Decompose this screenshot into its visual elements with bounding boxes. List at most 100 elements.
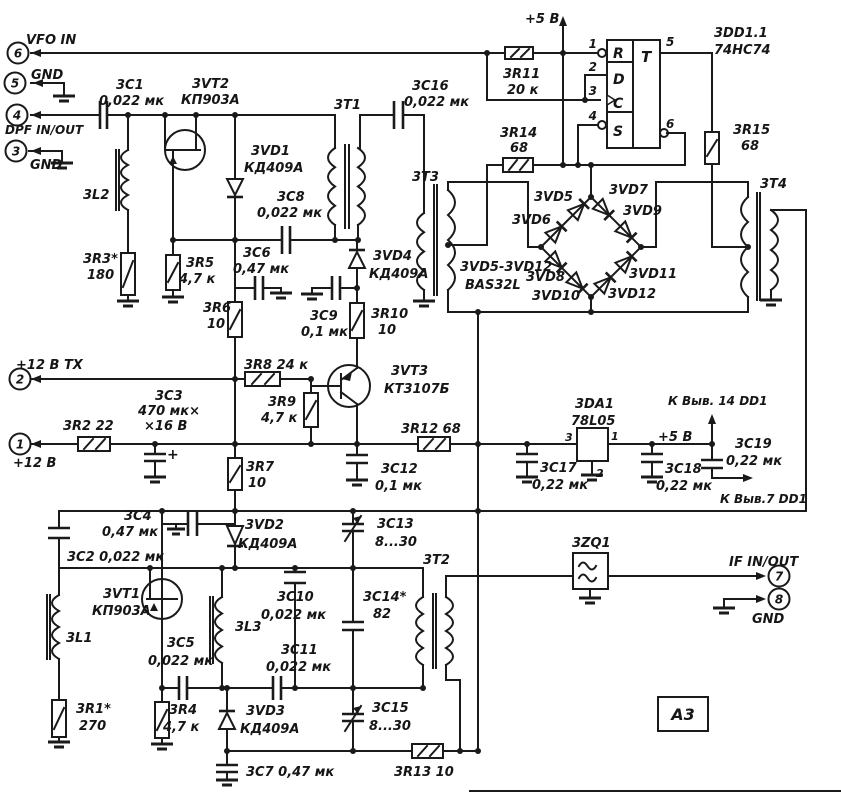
terminal-3-number: 3: [12, 145, 20, 159]
vd8-ref: 3VD8: [526, 270, 565, 285]
c11-val: 0,022 мк: [266, 660, 332, 675]
c17-ref: 3C17: [540, 461, 578, 476]
terminal-8: 8: [767, 587, 791, 611]
junction-dot: [420, 685, 426, 691]
capacitor-3C6: [253, 276, 265, 300]
c8-ref: 3C8: [277, 190, 305, 205]
junction-dot: [232, 441, 238, 447]
diode-3VD10: [564, 270, 589, 295]
ff-pin1: 1: [589, 37, 597, 51]
r11-ref: 3R11: [503, 67, 540, 82]
junction-dot: [219, 685, 225, 691]
c18-ref: 3C18: [665, 462, 702, 477]
trimmer-3C13: [342, 514, 364, 543]
r13-ref: 3R13 10: [394, 765, 454, 780]
c16-val: 0,022 мк: [404, 95, 470, 110]
plus12tx-label: +12 В TX: [16, 358, 84, 373]
vd5-12-ref: 3VD5-3VD12: [460, 260, 552, 275]
diode-3VD5: [566, 197, 591, 222]
c15-ref: 3C15: [372, 701, 409, 716]
capacitor-3C19: [701, 458, 723, 470]
plus5v-da1-label: +5 В: [658, 430, 692, 445]
c6-ref: 3C6: [243, 246, 271, 261]
junction-dot: [193, 112, 199, 118]
capacitor-3C1: [98, 101, 109, 129]
resistor-3R5: [165, 254, 181, 291]
resistor-3R8: [244, 371, 281, 387]
dd1-ref: 3DD1.1: [714, 26, 768, 41]
terminal-2-number: 2: [16, 373, 24, 387]
junction-dot: [350, 565, 356, 571]
resistor-3R10: [349, 302, 365, 339]
resistor-3R13: [411, 743, 444, 759]
gnd-5-label: GND: [31, 68, 64, 83]
ff-d: D: [613, 72, 625, 88]
junction-dot: [484, 50, 490, 56]
diode-3VD2: [225, 525, 245, 548]
junction-dot: [152, 441, 158, 447]
c6-val: 0,47 мк: [233, 262, 290, 277]
r14-val: 68: [510, 141, 528, 156]
dpf-in-out-label: DPF IN/OUT: [5, 123, 84, 137]
l3-ref: 3L3: [235, 620, 261, 635]
board-tag-box: [657, 696, 709, 732]
junction-dot: [232, 237, 238, 243]
ff-r: R: [613, 46, 624, 62]
junction-dot: [232, 112, 238, 118]
transformer-3T1: [327, 144, 366, 229]
to-pin14-dd1-label: К Выв. 14 DD1: [668, 394, 767, 408]
c1-ref: 3C1: [116, 78, 144, 93]
c14-val: 82: [373, 607, 391, 622]
c13-val: 8...30: [375, 535, 417, 550]
plus5v-top-label: +5 В: [525, 12, 559, 27]
capacitor-3C5: [177, 676, 189, 700]
arrow-if-out: [756, 572, 766, 580]
arrow-12v: [31, 440, 41, 448]
r8-ref: 3R8 24 к: [244, 358, 309, 373]
plus12-label: +12 В: [13, 456, 57, 471]
vfo-in-label: VFO IN: [26, 33, 76, 48]
vt1-val: КП903А: [92, 604, 151, 619]
ff-pin2: 2: [589, 60, 597, 74]
terminal-1-number: 1: [16, 438, 24, 452]
terminal-1: 1: [8, 432, 32, 456]
junction-dot: [649, 441, 655, 447]
junction-dot: [232, 565, 238, 571]
resistors: [51, 46, 720, 759]
vd2-ref: 3VD2: [245, 518, 284, 533]
capacitor-3C4: [186, 512, 199, 536]
junction-dot: [219, 565, 225, 571]
arrow-5v-top: [559, 16, 567, 26]
arrow-gnd5: [33, 79, 43, 87]
c18-val: 0,22 мк: [656, 479, 713, 494]
r9-ref: 3R9: [268, 395, 296, 410]
c3-val1: 470 мк×: [137, 404, 200, 419]
da1-ref: 3DA1: [575, 397, 614, 412]
vd9-ref: 3VD9: [623, 204, 662, 219]
c13-ref: 3C13: [377, 517, 414, 532]
junction-dot: [350, 508, 356, 514]
wires-left-top: [28, 82, 425, 445]
vd5-12-val: BAS32L: [465, 278, 521, 293]
r12-ref: 3R12 68: [401, 422, 461, 437]
junction-dot: [475, 309, 481, 315]
c5-ref: 3C5: [167, 636, 195, 651]
t2-ref: 3Т2: [423, 553, 450, 568]
capacitor-3C3: [144, 452, 166, 463]
terminal-7: 7: [767, 564, 791, 588]
r2-ref: 3R2 22: [63, 419, 114, 434]
capacitor-3C8: [280, 226, 292, 254]
junction-dot: [292, 685, 298, 691]
r11-val: 20 к: [507, 83, 540, 98]
r15-ref: 3R15: [733, 123, 770, 138]
r15-val: 68: [741, 139, 759, 154]
resistor-3R2: [77, 436, 111, 452]
terminal-4-number: 4: [12, 109, 21, 123]
junction-dot: [232, 508, 238, 514]
vd7-ref: 3VD7: [609, 183, 649, 198]
junction-dot: [709, 441, 715, 447]
junction-dot: [147, 565, 153, 571]
